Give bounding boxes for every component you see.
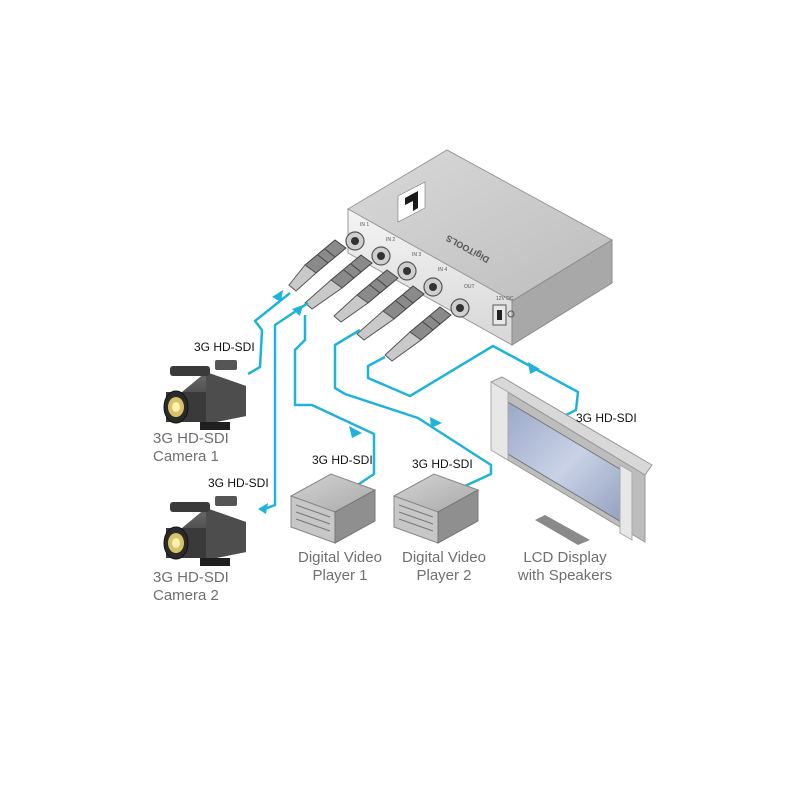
arrow-display [528, 362, 540, 374]
camera1-label-line1: 3G HD-SDI [153, 430, 229, 447]
power-socket [492, 304, 515, 326]
camera-2 [163, 496, 246, 566]
player-2 [392, 473, 480, 544]
port-label-in2: IN 2 [386, 237, 395, 243]
connector-in4 [356, 277, 443, 341]
player1-label-line1: Digital Video [298, 549, 382, 566]
cable-label-player2: 3G HD-SDI [412, 457, 473, 471]
power-label: 12V DC [496, 296, 514, 302]
arrow-camera1 [272, 290, 283, 302]
arrow-player1 [349, 426, 362, 438]
cable-label-camera2: 3G HD-SDI [208, 476, 269, 490]
camera1-label: 3G HD-SDI Camera 1 [153, 430, 229, 466]
player-1 [289, 473, 377, 544]
cable-label-display: 3G HD-SDI [576, 411, 637, 425]
player2-label-line1: Digital Video [402, 549, 486, 566]
kramer-logo [397, 181, 426, 223]
camera1-label-line2: Camera 1 [153, 448, 219, 465]
port-label-in3: IN 3 [412, 252, 421, 258]
arrow-camera2 [292, 305, 303, 316]
connector-out [384, 298, 470, 362]
connector-in3 [333, 261, 417, 323]
player2-label-line2: Player 2 [416, 567, 472, 584]
cable-label-camera1: 3G HD-SDI [194, 340, 255, 354]
camera2-label-line1: 3G HD-SDI [153, 569, 229, 586]
camera2-label-line2: Camera 2 [153, 587, 219, 604]
cable-label-player1: 3G HD-SDI [312, 453, 373, 467]
lcd-display [489, 376, 653, 545]
player1-label: Digital Video Player 1 [285, 549, 395, 585]
display-label-line1: LCD Display [523, 549, 607, 566]
camera-1 [163, 360, 246, 430]
port-label-in1: IN 1 [360, 222, 369, 228]
switcher-device: DigiTOOLS IN 1 IN 2 IN 3 IN 4 OUT 12V DC [347, 149, 613, 346]
arrow-camera2-input [258, 503, 268, 514]
cable-camera1 [247, 292, 291, 376]
port-label-in4: IN 4 [438, 267, 447, 273]
port-label-out: OUT [464, 284, 475, 290]
connector-in2 [304, 246, 391, 310]
cable-player2 [333, 328, 493, 488]
arrow-player2 [430, 417, 442, 428]
connector-in1 [288, 231, 365, 292]
camera2-label: 3G HD-SDI Camera 2 [153, 569, 229, 605]
cable-camera2 [261, 301, 309, 512]
player1-label-line2: Player 1 [312, 567, 368, 584]
player2-label: Digital Video Player 2 [389, 549, 499, 585]
display-label: LCD Display with Speakers [505, 549, 625, 585]
cable-player1 [293, 315, 376, 488]
display-label-line2: with Speakers [517, 567, 613, 584]
